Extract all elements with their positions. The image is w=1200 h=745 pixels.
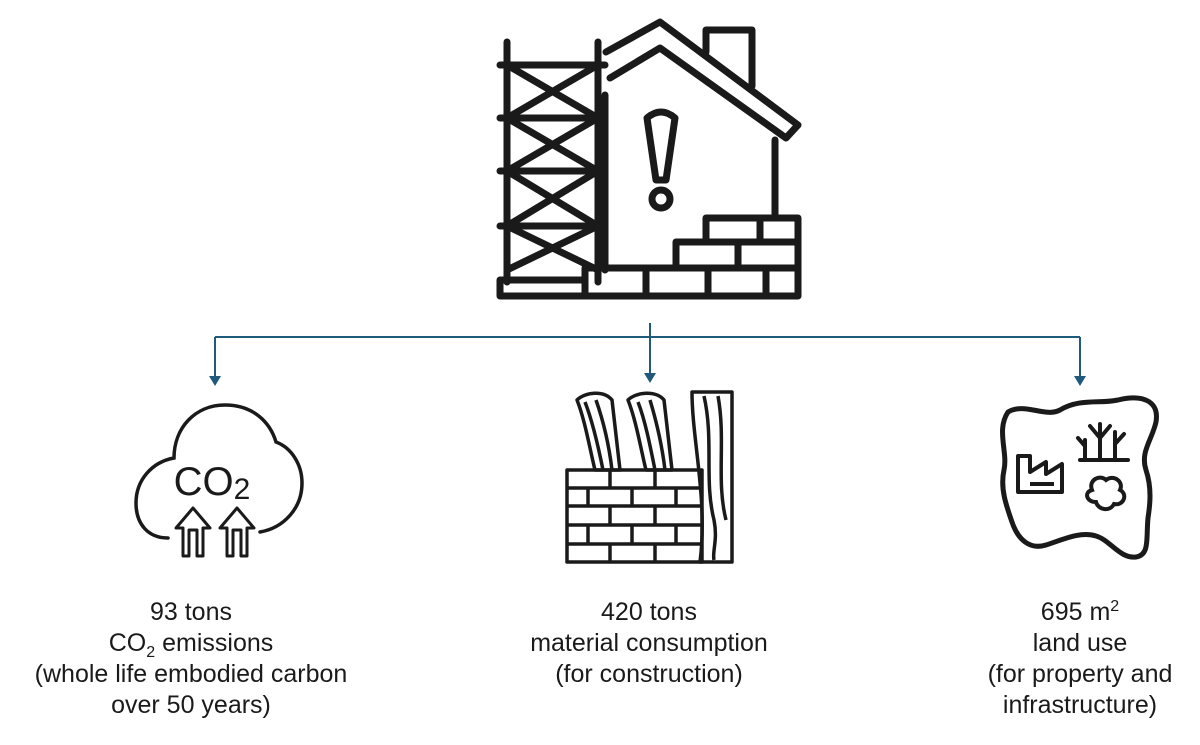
- material-metric: material consumption: [530, 629, 768, 657]
- material-note-line-1: (for construction): [555, 660, 743, 688]
- house-under-construction-icon: [496, 18, 802, 300]
- land-note-line-1: (for property and: [987, 660, 1173, 688]
- connector-lines: [214, 323, 1081, 378]
- co2-emissions-label: 93 tons CO2 emissions (whole life embodi…: [0, 597, 382, 721]
- co2-note-line-2: over 50 years): [111, 691, 271, 719]
- land-note-line-2: infrastructure): [1002, 691, 1158, 719]
- svg-text:CO2: CO2: [174, 460, 251, 506]
- co2-value: 93 tons: [149, 598, 232, 626]
- co2-cloud-icon: CO2: [134, 403, 304, 558]
- arrowhead-right: [1074, 376, 1086, 386]
- arrow-up-icon: [218, 506, 256, 558]
- tree-icon: [1076, 422, 1130, 462]
- factory-icon: [1016, 454, 1064, 494]
- land-metric: land use: [1032, 629, 1128, 657]
- land-value: 695 m2: [1040, 598, 1120, 626]
- land-use-label: 695 m2 land use (for property and infras…: [960, 597, 1200, 721]
- arrowhead-left: [209, 376, 221, 386]
- material-value: 420 tons: [601, 598, 697, 626]
- bush-icon: [1085, 475, 1127, 511]
- arrowhead-center: [644, 373, 656, 383]
- connector-arrowheads: [209, 373, 1086, 386]
- co2-icon-subscript: 2: [234, 473, 251, 506]
- co2-note-line-1: (whole life embodied carbon: [34, 660, 348, 688]
- bricks-and-timber-icon: [565, 390, 734, 564]
- land-area-icon: [1000, 395, 1159, 560]
- co2-metric: CO2 emissions: [108, 629, 274, 661]
- co2-icon-text: CO: [174, 460, 234, 504]
- arrow-up-icon: [174, 506, 212, 558]
- material-consumption-label: 420 tons material consumption (for const…: [449, 597, 849, 690]
